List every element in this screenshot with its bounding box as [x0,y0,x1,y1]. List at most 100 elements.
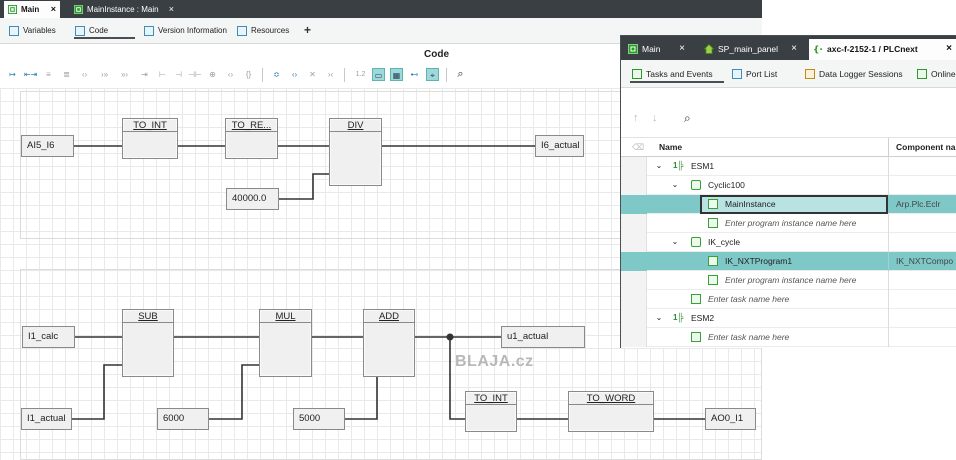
column-divider [888,328,889,347]
vertical-align-icon[interactable]: ≎ [273,70,280,79]
row-label: IK_cycle [708,237,741,247]
move-up-icon[interactable]: ↑ [633,112,639,124]
tab-code[interactable]: Code [74,23,135,39]
wire-junction [446,333,454,341]
execution-order-icon[interactable]: 1.2 [355,71,366,78]
jump-icon[interactable]: ⇥ [141,70,148,79]
program-instance-icon [708,199,718,209]
row-label: Cyclic100 [708,180,745,190]
right-rail-icon[interactable]: ⊣ [175,70,182,79]
program-instance-icon [708,275,718,285]
search-icon[interactable]: ⌕ [684,111,691,125]
chevron-down-icon[interactable]: ⌄ [671,180,679,189]
tree-row-ik-nxtprogram1[interactable]: IK_NXTProgram1 IK_NXTCompo [621,252,956,271]
tree-row-esm1[interactable]: ⌄ 1╠ ESM1 [621,157,956,176]
code-title: Code [424,49,449,60]
tree-row-add-task[interactable]: Enter task name here [621,328,956,347]
tree-row-add-program-instance[interactable]: Enter program instance name here [621,271,956,290]
variable-ao0-i1[interactable]: AO0_I1 [705,408,756,430]
row-gutter [621,290,647,309]
task-grid-header: ⌫ Name Component na [621,137,956,157]
function-block-to-int[interactable]: TO_INT [122,118,178,159]
horizontal-align-icon[interactable]: ‹› [291,70,298,79]
constant-40000[interactable]: 40000.0 [226,188,279,210]
close-icon[interactable]: × [946,43,952,54]
output-icon[interactable]: ›» [100,70,109,79]
constant-5000[interactable]: 5000 [293,408,345,430]
constant-6000[interactable]: 6000 [157,408,209,430]
close-icon[interactable]: × [791,43,797,54]
show-connections-icon[interactable]: ⌖ [426,68,439,81]
function-block-div[interactable]: DIV [329,118,382,186]
function-block-to-word[interactable]: TO_WORD [568,391,654,432]
coil-icon[interactable]: ⊕ [209,70,216,79]
project-tab-plcnext[interactable]: {·} axc-f-2152-1 / PLCnext × [809,39,956,60]
align-icon[interactable]: ≡ [46,70,51,79]
close-icon[interactable]: × [679,43,685,54]
input-icon[interactable]: ‹› [81,70,88,79]
cyclic-task-icon [691,237,701,247]
tab-port-list[interactable]: Port List [730,65,777,83]
delete-connection-icon[interactable]: ✕ [309,70,316,79]
grid-toggle-icon[interactable]: ▭ [372,68,385,81]
insert-element-icon[interactable]: ↦ [9,70,16,79]
project-tab-main[interactable]: Main × [624,39,690,60]
tree-row-esm2[interactable]: ⌄ 1╠ ESM2 [621,309,956,328]
doc-tab-main[interactable]: Main × [4,1,60,18]
block-name: TO_WORD [569,392,653,405]
close-icon[interactable]: × [168,4,174,14]
distribute-icon[interactable]: ≣ [63,70,70,79]
variable-i1-actual[interactable]: I1_actual [21,408,72,430]
close-icon[interactable]: × [50,4,56,14]
inout-icon[interactable]: »› [120,70,129,79]
contact-icon[interactable]: ⊣⊢ [188,70,202,79]
collapse-icon[interactable]: ›‹ [327,70,334,79]
block-name: DIV [330,119,381,132]
add-tab-button[interactable]: + [304,23,312,37]
function-block-to-int-2[interactable]: TO_INT [465,391,517,432]
row-gutter [621,233,647,252]
data-logger-icon [805,69,815,79]
column-header-component[interactable]: Component na [896,142,956,152]
function-block-to-real[interactable]: TO_RE... [225,118,278,159]
network-toggle-icon[interactable]: ▦ [390,68,403,81]
tree-row-ik-cycle[interactable]: ⌄ IK_cycle [621,233,956,252]
variable-i1-calc[interactable]: I1_calc [22,326,75,348]
tab-online[interactable]: Online [915,65,956,83]
program-icon [8,5,17,14]
variables-icon [9,26,19,36]
comment-icon[interactable]: {} [245,70,252,79]
tree-row-cyclic100[interactable]: ⌄ Cyclic100 [621,176,956,195]
tab-resources[interactable]: Resources [236,23,289,39]
function-block-add[interactable]: ADD [363,309,415,377]
chevron-down-icon[interactable]: ⌄ [655,161,663,170]
move-down-icon[interactable]: ↓ [652,112,658,124]
tab-variables[interactable]: Variables [8,23,56,39]
tab-tasks-and-events[interactable]: Tasks and Events [630,65,724,83]
project-tab-sp-main-panel[interactable]: SP_main_panel × [700,39,802,60]
variable-u1-actual[interactable]: u1_actual [501,326,585,348]
function-block-mul[interactable]: MUL [259,309,312,377]
program-instance-icon [708,218,718,228]
variable-i6-actual[interactable]: I6_actual [535,135,584,157]
doc-tab-maininstance[interactable]: MainInstance : Main × [70,1,178,18]
header-filter-icon[interactable]: ⌫ [632,142,645,152]
tree-row-add-task[interactable]: Enter task name here [621,290,956,309]
insert-connection-icon[interactable]: ⇤⇥ [24,70,38,79]
tree-row-maininstance[interactable]: MainInstance Arp.Plc.Eclr [621,195,956,214]
tab-data-logger-sessions[interactable]: Data Logger Sessions [803,65,903,83]
connector-icon[interactable]: ‹› [227,70,234,79]
chevron-down-icon[interactable]: ⌄ [655,313,663,322]
column-divider [888,252,889,271]
chevron-down-icon[interactable]: ⌄ [671,237,679,246]
tree-row-add-program-instance[interactable]: Enter program instance name here [621,214,956,233]
search-icon[interactable]: ⌕ [457,68,464,80]
wire-connections [72,145,705,420]
block-name: SUB [123,310,173,323]
tab-version-information[interactable]: Version Information [143,23,227,39]
connection-mode-icon[interactable]: ⊷ [410,70,419,79]
column-header-name[interactable]: Name [659,142,683,152]
variable-ai5-i6[interactable]: AI5_I6 [21,135,74,157]
function-block-sub[interactable]: SUB [122,309,174,377]
left-rail-icon[interactable]: ⊢ [159,70,166,79]
